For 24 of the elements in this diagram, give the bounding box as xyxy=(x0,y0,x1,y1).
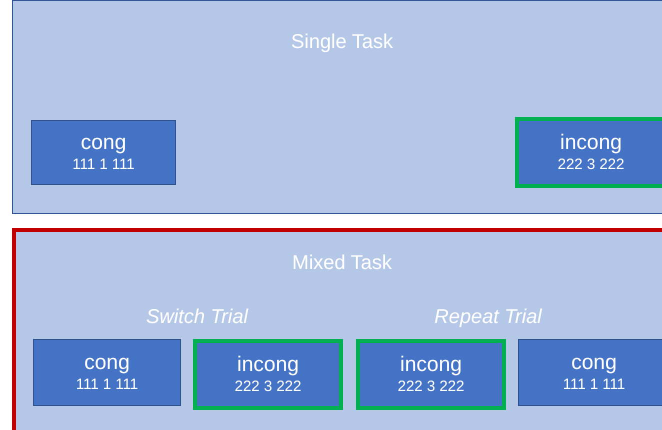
trial-box xyxy=(356,339,506,410)
trial-label: Repeat Trial xyxy=(434,306,542,329)
task-panel xyxy=(12,0,662,214)
trial-box xyxy=(518,339,662,406)
condition-label: cong xyxy=(571,351,617,376)
panel-title: Single Task xyxy=(290,31,394,54)
trial-label: Switch Trial xyxy=(146,306,248,329)
trial-box xyxy=(515,117,662,188)
stimulus-text: 222 3 222 xyxy=(398,378,464,396)
stimulus-text: 222 3 222 xyxy=(234,378,302,396)
stimulus-text: 111 1 111 xyxy=(562,376,626,394)
condition-label: incong xyxy=(560,131,622,156)
stimulus-text: 111 1 111 xyxy=(72,156,135,174)
panel-title: Mixed Task xyxy=(291,252,393,275)
stimulus-text: 222 3 222 xyxy=(558,156,624,174)
condition-label: incong xyxy=(400,353,462,378)
task-panel xyxy=(12,228,662,430)
condition-label: cong xyxy=(84,351,130,376)
condition-label: incong xyxy=(237,353,299,378)
trial-box xyxy=(193,339,343,410)
stimulus-text: 111 1 111 xyxy=(76,376,138,394)
trial-box xyxy=(33,339,181,406)
trial-box xyxy=(31,120,176,185)
condition-label: cong xyxy=(80,131,126,156)
